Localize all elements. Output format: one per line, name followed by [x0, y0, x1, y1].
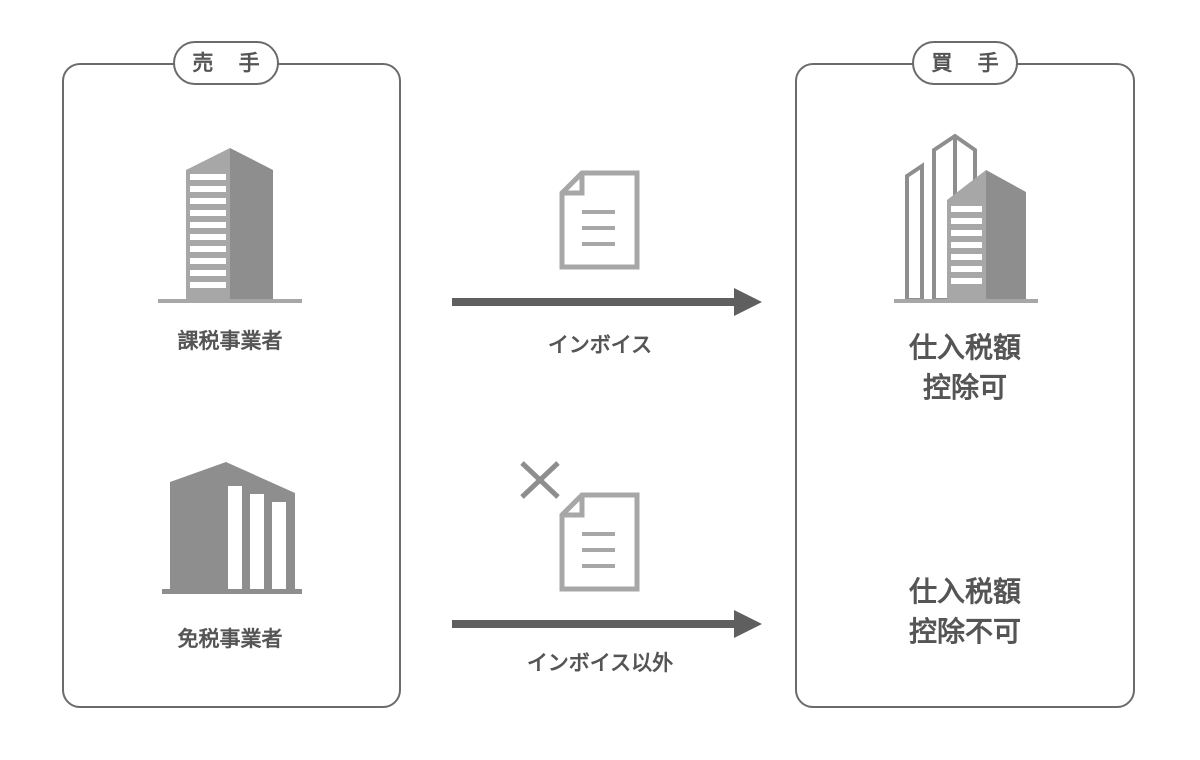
- city-buildings-icon: [894, 133, 1038, 303]
- result-allowed-line2: 控除可: [922, 371, 1007, 404]
- result-denied-line2: 控除不可: [908, 615, 1021, 648]
- deduction-denied-result: 仕入税額 控除不可: [865, 572, 1065, 652]
- buyer-label: 買 手: [912, 41, 1018, 85]
- document-icon: [559, 492, 640, 592]
- invoice-arrow: [452, 288, 762, 316]
- deduction-allowed-result: 仕入税額 控除可: [865, 328, 1065, 408]
- taxable-business-caption: 課税事業者: [177, 329, 283, 353]
- non-invoice-label: インボイス以外: [526, 651, 674, 675]
- buyer-panel: [795, 63, 1135, 708]
- cross-icon: [520, 461, 560, 499]
- seller-label: 売 手: [173, 41, 279, 85]
- warehouse-building-icon: [162, 462, 302, 594]
- non-invoice-arrow: [452, 610, 762, 638]
- invoice-label: インボイス: [547, 333, 653, 357]
- result-denied-line1: 仕入税額: [908, 575, 1021, 608]
- office-tower-icon: [158, 148, 302, 303]
- result-allowed-line1: 仕入税額: [908, 331, 1021, 364]
- document-icon: [559, 170, 640, 270]
- exempt-business-caption: 免税事業者: [177, 627, 283, 651]
